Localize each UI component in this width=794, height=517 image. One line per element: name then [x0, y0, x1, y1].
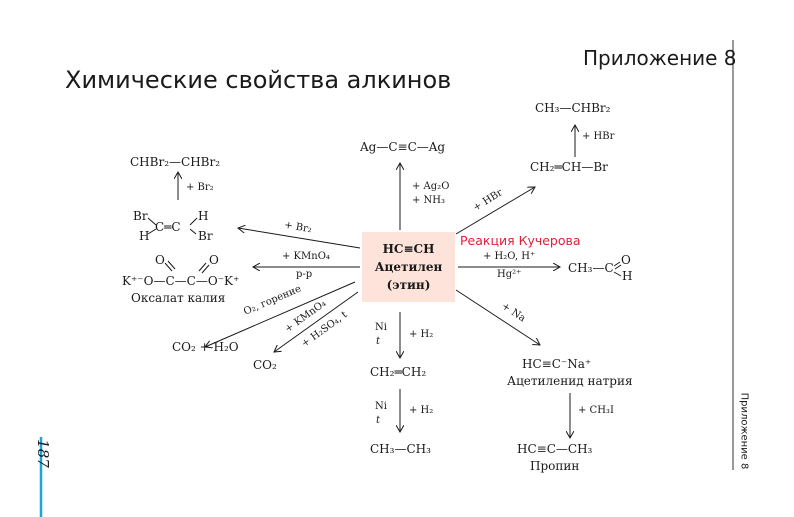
catalyst-mercury: Hg²⁺: [497, 269, 522, 280]
dibromoethene-core: C═C: [155, 220, 181, 234]
carbon-dioxide: CO₂: [253, 358, 277, 372]
reagent-br2-up: + Br₂: [186, 182, 214, 193]
catalyst-ni-1: Ni: [375, 322, 387, 333]
acetylene-name: Ацетилен: [374, 260, 443, 274]
propyne: HC≡C—CH₃: [517, 442, 593, 456]
arrow-to-dibromoethene: [238, 228, 361, 249]
propyne-name: Пропин: [530, 459, 580, 473]
page-title: Химические свойства алкинов: [65, 66, 452, 94]
dibromoethene-br1: Br: [133, 209, 148, 223]
reagent-h2-2: + H₂: [409, 405, 434, 416]
temperature-2: t: [376, 415, 381, 426]
reagent-ag2o: + Ag₂O: [412, 181, 450, 192]
dibromoethane-product: CH₃—CHBr₂: [535, 101, 611, 115]
page-number: 187: [33, 439, 52, 468]
arrow-to-combustion: [205, 281, 356, 347]
oxalate-name: Оксалат калия: [131, 291, 226, 305]
sodium-acetylide-name: Ацетиленид натрия: [507, 374, 633, 388]
reagent-kmno4-solution: + KMnO₄: [282, 251, 330, 262]
acetaldehyde-hydrogen: H: [622, 269, 633, 283]
arrow-to-vinyl-bromide: [455, 187, 535, 235]
dibromoethene-h2: H: [198, 209, 209, 223]
kucherov-title: Реакция Кучерова: [460, 233, 581, 248]
sodium-acetylide: HC≡C⁻Na⁺: [522, 357, 592, 371]
appendix-label: Приложение 8: [583, 46, 737, 70]
silver-acetylide: Ag—C≡C—Ag: [360, 140, 446, 154]
solution-label: р-р: [296, 269, 313, 280]
oxalate-oxygen-1: O: [155, 253, 165, 267]
combustion-products: CO₂ + H₂O: [172, 340, 239, 354]
vinyl-bromide: CH₂═CH—Br: [530, 160, 608, 174]
reagent-nh3: + NH₃: [412, 195, 446, 206]
catalyst-ni-2: Ni: [375, 401, 387, 412]
dibromoethene-br2: Br: [198, 229, 213, 243]
acetylene-box: HC≡CH Ацетилен (этин): [362, 232, 455, 302]
acetaldehyde-core: CH₃—C: [568, 261, 614, 275]
acetylene-formula: HC≡CH: [382, 242, 435, 256]
tetrabromoethane: CHBr₂—CHBr₂: [130, 155, 221, 169]
acetaldehyde-oxygen: O: [621, 253, 631, 267]
arrow-to-co2: [274, 291, 359, 352]
oxalate-formula: K⁺⁻O—C—C—O⁻K⁺: [122, 274, 240, 288]
reagent-h2-1: + H₂: [409, 329, 434, 340]
side-appendix-label: Приложение 8: [738, 392, 750, 470]
reagent-hbr-up: + HBr: [582, 131, 615, 142]
temperature-1: t: [376, 336, 381, 347]
arrow-to-sodium-acetylide: [455, 289, 540, 345]
reagent-water-acid: + H₂O, H⁺: [483, 251, 536, 262]
ethane: CH₃—CH₃: [370, 442, 431, 456]
oxalate-oxygen-2: O: [209, 253, 219, 267]
reagent-methyl-iodide: + CH₃I: [578, 405, 614, 416]
ethylene: CH₂═CH₂: [370, 365, 427, 379]
dibromoethene-h1: H: [139, 229, 150, 243]
acetylene-alt-name: (этин): [386, 278, 431, 292]
